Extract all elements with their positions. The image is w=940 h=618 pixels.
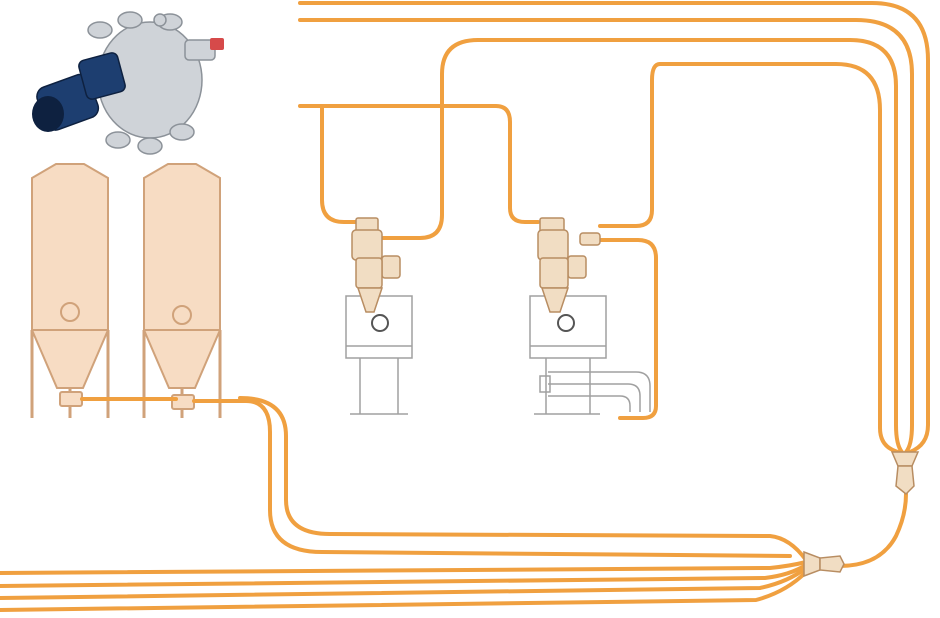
equipment-part [567, 255, 587, 279]
equipment-part [210, 38, 224, 50]
equipment-part [890, 451, 920, 467]
pipe-line [0, 560, 808, 575]
equipment-part [351, 229, 383, 261]
valve-port [105, 131, 131, 149]
equipment-part [537, 229, 569, 261]
pipe-line [598, 62, 662, 228]
equipment-part [32, 96, 64, 132]
equipment-part [895, 465, 915, 496]
equipment-part [803, 550, 821, 578]
pipe-line [476, 38, 904, 454]
equipment-part [153, 13, 167, 27]
rotary-valve-icon [32, 11, 224, 155]
valve-port [137, 137, 163, 155]
diverter-icon [890, 451, 920, 496]
equipment-part [87, 11, 195, 155]
equipment-part [60, 302, 80, 322]
equipment-part [557, 314, 575, 332]
pipe-line [363, 38, 480, 240]
pipe-line [298, 1, 930, 454]
equipment-part [356, 287, 384, 313]
equipment-part [529, 295, 607, 359]
pipe-line [0, 570, 808, 612]
filling-station-icon [529, 217, 651, 415]
equipment-part [59, 391, 83, 407]
pipe-line [658, 62, 900, 454]
equipment-part [539, 375, 551, 393]
valve-port [87, 21, 113, 39]
equipment-part [548, 395, 631, 412]
filling-station-icon [345, 217, 413, 415]
silo-icon [142, 163, 222, 418]
equipment-part [172, 305, 192, 325]
equipment-part [539, 257, 569, 289]
pipe-line [238, 396, 808, 562]
equipment-part [381, 255, 401, 279]
equipment-part [371, 314, 389, 332]
pipe-line [838, 492, 908, 568]
pipe-line [604, 238, 658, 420]
equipment-part [143, 163, 221, 389]
pipe-line [192, 399, 792, 558]
equipment-part [78, 52, 126, 100]
equipment-part [579, 232, 601, 246]
pipe-line [0, 563, 808, 588]
pipe-network [0, 1, 930, 612]
valve-port [117, 11, 143, 29]
pipe-line [298, 18, 914, 454]
silo-icon [30, 163, 110, 418]
equipment-part [548, 371, 651, 412]
valve-port [169, 123, 195, 141]
pipe-line [0, 566, 808, 600]
equipment-part [819, 555, 845, 573]
equipment-part [540, 287, 570, 313]
equipment-part [355, 257, 383, 289]
pipe-line [298, 104, 358, 224]
equipment-part [548, 383, 641, 412]
pipe-line [320, 104, 540, 224]
diverter-icon [803, 550, 845, 578]
equipment-part [31, 163, 109, 389]
